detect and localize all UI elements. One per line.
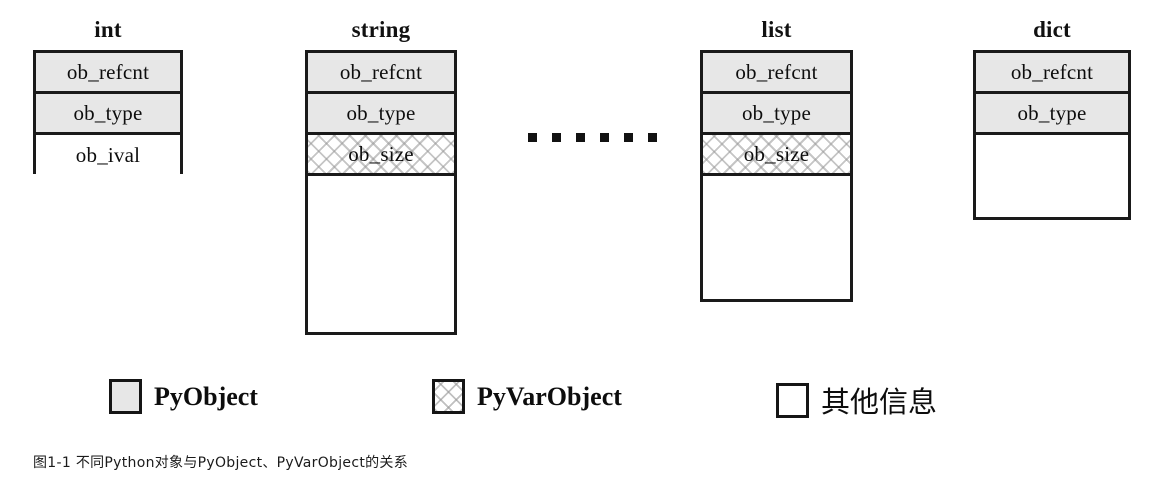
ellipsis-dots	[528, 133, 657, 142]
legend-label: PyObject	[154, 381, 258, 411]
field-label: ob_type	[73, 100, 143, 125]
object-title-list: list	[761, 17, 792, 42]
field-label: ob_size	[348, 141, 414, 166]
field-ob-ival: ob_ival	[36, 135, 180, 176]
field-ob-type: ob_type	[36, 94, 180, 135]
field-other-info-area	[703, 176, 850, 299]
object-column-dict: dict ob_refcnt ob_type	[973, 18, 1131, 220]
field-label: ob_type	[1017, 100, 1087, 125]
field-label: ob_refcnt	[735, 59, 818, 84]
dot-icon	[528, 133, 537, 142]
field-ob-refcnt: ob_refcnt	[308, 53, 454, 94]
dot-icon	[576, 133, 585, 142]
dot-icon	[600, 133, 609, 142]
legend-label: 其他信息	[821, 385, 938, 419]
legend-item-pyvarobject: PyVarObject	[432, 379, 622, 414]
object-title-string: string	[351, 17, 411, 42]
field-ob-refcnt: ob_refcnt	[976, 53, 1128, 94]
object-column-int: int ob_refcnt ob_type ob_ival	[33, 17, 183, 176]
object-title-int: int	[94, 17, 122, 42]
field-label: ob_refcnt	[1010, 59, 1094, 84]
object-column-string: string ob_refcnt ob_type ob_size	[305, 18, 457, 335]
object-box-list: ob_refcnt ob_type ob_size	[700, 50, 853, 302]
legend-swatch-pyvarobject-icon	[432, 379, 465, 414]
legend-label: PyVarObject	[477, 381, 622, 411]
field-label: ob_type	[741, 100, 812, 125]
object-box-dict: ob_refcnt ob_type	[973, 50, 1131, 220]
legend-item-pyobject: PyObject	[109, 379, 258, 414]
legend-item-other-info: 其他信息	[776, 379, 937, 421]
field-ob-refcnt: ob_refcnt	[36, 53, 180, 94]
field-other-info-area	[308, 176, 454, 332]
field-ob-type: ob_type	[976, 94, 1128, 135]
dot-icon	[552, 133, 561, 142]
field-label: ob_refcnt	[339, 59, 423, 84]
field-label: ob_type	[346, 100, 416, 125]
dot-icon	[648, 133, 657, 142]
field-label: ob_ival	[75, 143, 141, 167]
dot-icon	[624, 133, 633, 142]
field-label: ob_refcnt	[66, 59, 150, 84]
object-column-list: list ob_refcnt ob_type ob_size	[700, 18, 853, 302]
legend-swatch-other-icon	[776, 382, 809, 418]
field-label: ob_size	[743, 141, 810, 166]
field-other-info-area	[976, 135, 1128, 217]
figure-caption: 图1-1 不同Python对象与PyObject、PyVarObject的关系	[33, 455, 409, 471]
field-ob-size: ob_size	[308, 135, 454, 176]
object-box-string: ob_refcnt ob_type ob_size	[305, 50, 457, 335]
object-box-int: ob_refcnt ob_type ob_ival	[33, 50, 183, 176]
object-title-dict: dict	[1033, 17, 1071, 42]
field-ob-size: ob_size	[703, 135, 850, 176]
legend-swatch-pyobject-icon	[109, 379, 142, 414]
field-ob-refcnt: ob_refcnt	[703, 53, 850, 94]
field-ob-type: ob_type	[703, 94, 850, 135]
field-ob-type: ob_type	[308, 94, 454, 135]
